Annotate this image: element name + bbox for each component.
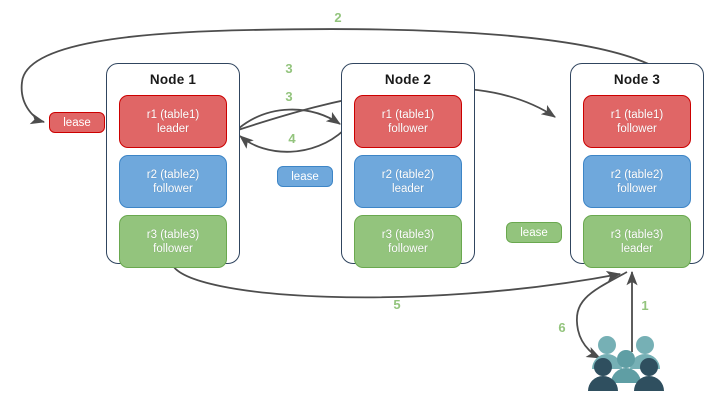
replica-role: follower	[617, 122, 657, 135]
node-box-node1[interactable]: Node 1 r1 (table1) leader r2 (table2) fo…	[106, 63, 240, 268]
replica-node3-r3[interactable]: r3 (table3) leader	[583, 215, 691, 268]
step-label-3a: 3	[285, 61, 293, 76]
replica-node2-r1[interactable]: r1 (table1) follower	[354, 95, 462, 148]
node-box-node2[interactable]: Node 2 r1 (table1) follower r2 (table2) …	[341, 63, 475, 268]
replica-role: follower	[388, 122, 428, 135]
replica-role: leader	[157, 122, 189, 135]
lease-badge-r3[interactable]: lease	[506, 222, 562, 243]
arrow-step-5	[171, 263, 622, 299]
replica-node1-r1[interactable]: r1 (table1) leader	[119, 95, 227, 148]
step-label-3b: 3	[285, 89, 293, 104]
step-label-4: 4	[288, 131, 296, 146]
replica-role: follower	[617, 182, 657, 195]
arrow-step-3-to-node2	[237, 108, 341, 130]
replica-role: follower	[153, 182, 193, 195]
replica-node3-r1[interactable]: r1 (table1) follower	[583, 95, 691, 148]
node-box-node3[interactable]: Node 3 r1 (table1) follower r2 (table2) …	[570, 63, 704, 268]
step-label-2: 2	[334, 10, 342, 25]
replica-name: r3 (table3)	[610, 228, 664, 241]
replica-node1-r3[interactable]: r3 (table3) follower	[119, 215, 227, 268]
node-title-node2: Node 2	[384, 72, 432, 87]
replica-name: r3 (table3)	[381, 228, 435, 241]
replica-name: r1 (table1)	[610, 108, 664, 121]
lease-badge-r2[interactable]: lease	[277, 166, 333, 187]
node-title-node3: Node 3	[613, 72, 661, 87]
replica-name: r1 (table1)	[381, 108, 435, 121]
replica-name: r2 (table2)	[610, 168, 664, 181]
replica-role: follower	[153, 242, 193, 255]
people-group-icon	[588, 336, 664, 391]
replica-role: leader	[392, 182, 424, 195]
step-label-5: 5	[393, 297, 401, 312]
replica-name: r1 (table1)	[146, 108, 200, 121]
replica-name: r2 (table2)	[381, 168, 435, 181]
node-title-node1: Node 1	[149, 72, 197, 87]
replica-node1-r2[interactable]: r2 (table2) follower	[119, 155, 227, 208]
step-label-6: 6	[558, 320, 566, 335]
lease-badge-r1[interactable]: lease	[49, 112, 105, 133]
step-label-1: 1	[641, 298, 649, 313]
replica-node2-r2[interactable]: r2 (table2) leader	[354, 155, 462, 208]
replica-name: r3 (table3)	[146, 228, 200, 241]
replica-node3-r2[interactable]: r2 (table2) follower	[583, 155, 691, 208]
replica-node2-r3[interactable]: r3 (table3) follower	[354, 215, 462, 268]
replica-role: leader	[621, 242, 653, 255]
replica-role: follower	[388, 242, 428, 255]
replica-name: r2 (table2)	[146, 168, 200, 181]
